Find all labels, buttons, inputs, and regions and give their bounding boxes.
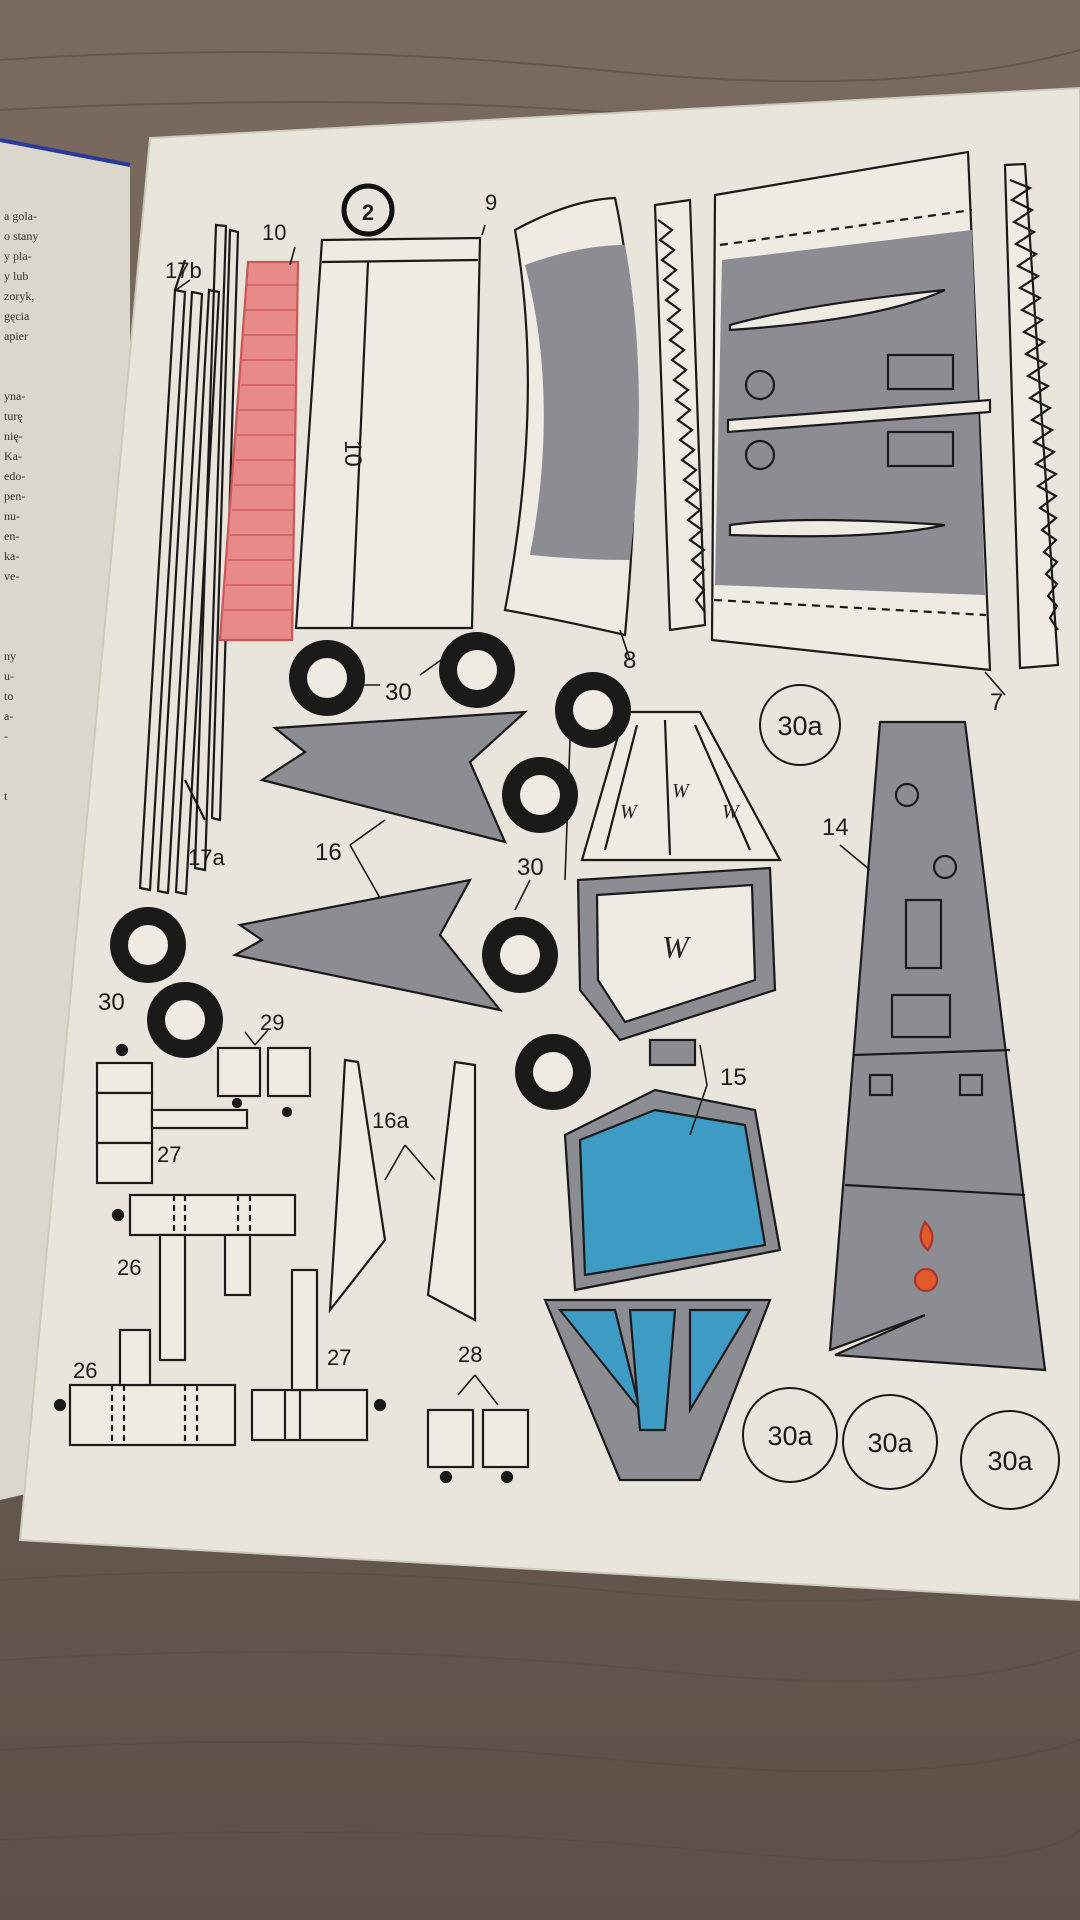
label-part-26-top: 26 [117, 1255, 141, 1280]
label-part-17a: 17a [188, 845, 225, 870]
svg-text:ve-: ve- [4, 569, 19, 583]
label-part-30a-1: 30a [767, 1421, 813, 1451]
svg-text:u-: u- [4, 669, 14, 683]
label-part-14: 14 [822, 814, 849, 841]
svg-text:a gola-: a gola- [4, 209, 37, 223]
label-part-9: 9 [485, 190, 497, 215]
label-part-30a-3: 30a [987, 1446, 1033, 1476]
wheels [110, 632, 631, 1110]
svg-text:en-: en- [4, 529, 19, 543]
part-27-bottom [250, 1268, 387, 1442]
label-part-10-panel: 10 [339, 440, 366, 467]
label-part-8: 8 [623, 647, 636, 674]
svg-text:yna-: yna- [4, 389, 25, 403]
svg-text:-: - [4, 729, 8, 743]
part-26-brackets [53, 1193, 297, 1447]
label-part-30a-2: 30a [867, 1428, 913, 1458]
wheel-1 [289, 640, 365, 716]
sawtooth-strip-right [1003, 162, 1060, 670]
panel-markings: W W W W [620, 780, 741, 965]
wheel-2 [439, 632, 515, 708]
label-part-16a: 16a [372, 1108, 409, 1133]
part-28-tabs [426, 1408, 530, 1484]
part-16a-fins [328, 1058, 477, 1322]
wheel-7 [482, 917, 558, 993]
svg-text:ka-: ka- [4, 549, 19, 563]
label-part-27-bottom: 27 [327, 1345, 351, 1370]
label-part-7: 7 [990, 689, 1003, 716]
part-10-pink-strip [218, 260, 300, 642]
label-part-10-top: 10 [262, 220, 286, 245]
svg-text:Ka-: Ka- [4, 449, 22, 463]
wheel-4 [502, 757, 578, 833]
sheet-number-badge [341, 183, 395, 237]
left-page-text: a gola- o stany y pla- y lub zoryk, gęci… [4, 209, 38, 803]
label-part-29: 29 [260, 1010, 284, 1035]
marking-w-2: W [672, 780, 691, 802]
part-27-top [95, 1043, 249, 1185]
label-part-26-bottom: 26 [73, 1358, 97, 1383]
part-8-curved-panel [503, 196, 639, 637]
svg-text:apier: apier [4, 329, 28, 343]
label-part-16: 16 [315, 839, 342, 866]
wheel-5 [110, 907, 186, 983]
label-part-30-mid: 30 [517, 854, 544, 881]
label-part-17b: 17b [165, 258, 202, 283]
part-29-tabs [216, 1046, 312, 1118]
part-15-canopy [543, 710, 782, 1482]
wheel-8 [515, 1034, 591, 1110]
part-10-panel [294, 236, 482, 630]
wheel-6 [147, 982, 223, 1058]
svg-text:pen-: pen- [4, 489, 25, 503]
label-part-30a-top: 30a [777, 711, 823, 741]
svg-text:zoryk,: zoryk, [4, 289, 34, 303]
part-16-wings [231, 710, 529, 1012]
sawtooth-strip-left [653, 198, 707, 632]
svg-text:y pla-: y pla- [4, 249, 32, 263]
svg-text:o stany: o stany [4, 229, 38, 243]
svg-text:nię-: nię- [4, 429, 23, 443]
label-part-15: 15 [720, 1064, 747, 1091]
part-17-strips [138, 223, 240, 896]
svg-text:y lub: y lub [4, 269, 28, 283]
wheel-3 [555, 672, 631, 748]
label-part-30-top: 30 [385, 679, 412, 706]
svg-text:to: to [4, 689, 13, 703]
part-14-fuselage [828, 720, 1047, 1372]
label-part-27-top: 27 [157, 1142, 181, 1167]
part-30a-discs [742, 684, 1060, 1510]
part-7-wing-panel [710, 150, 992, 672]
part-labels: 10 10 9 17b 8 7 30 30a 14 17a 16 30 30 2… [73, 190, 1034, 1476]
label-part-28: 28 [458, 1342, 482, 1367]
svg-text:gęcia: gęcia [4, 309, 30, 323]
svg-text:t: t [4, 789, 8, 803]
svg-text:nu-: nu- [4, 509, 20, 523]
marking-w-1: W [620, 801, 639, 823]
svg-text:ny: ny [4, 649, 16, 663]
svg-text:edo-: edo- [4, 469, 25, 483]
svg-text:turę: turę [4, 409, 23, 423]
svg-text:a-: a- [4, 709, 13, 723]
marking-w-3: W [722, 801, 741, 823]
sheet-number: 2 [362, 200, 374, 225]
label-part-30-left: 30 [98, 989, 125, 1016]
marking-w-4: W [662, 929, 692, 965]
